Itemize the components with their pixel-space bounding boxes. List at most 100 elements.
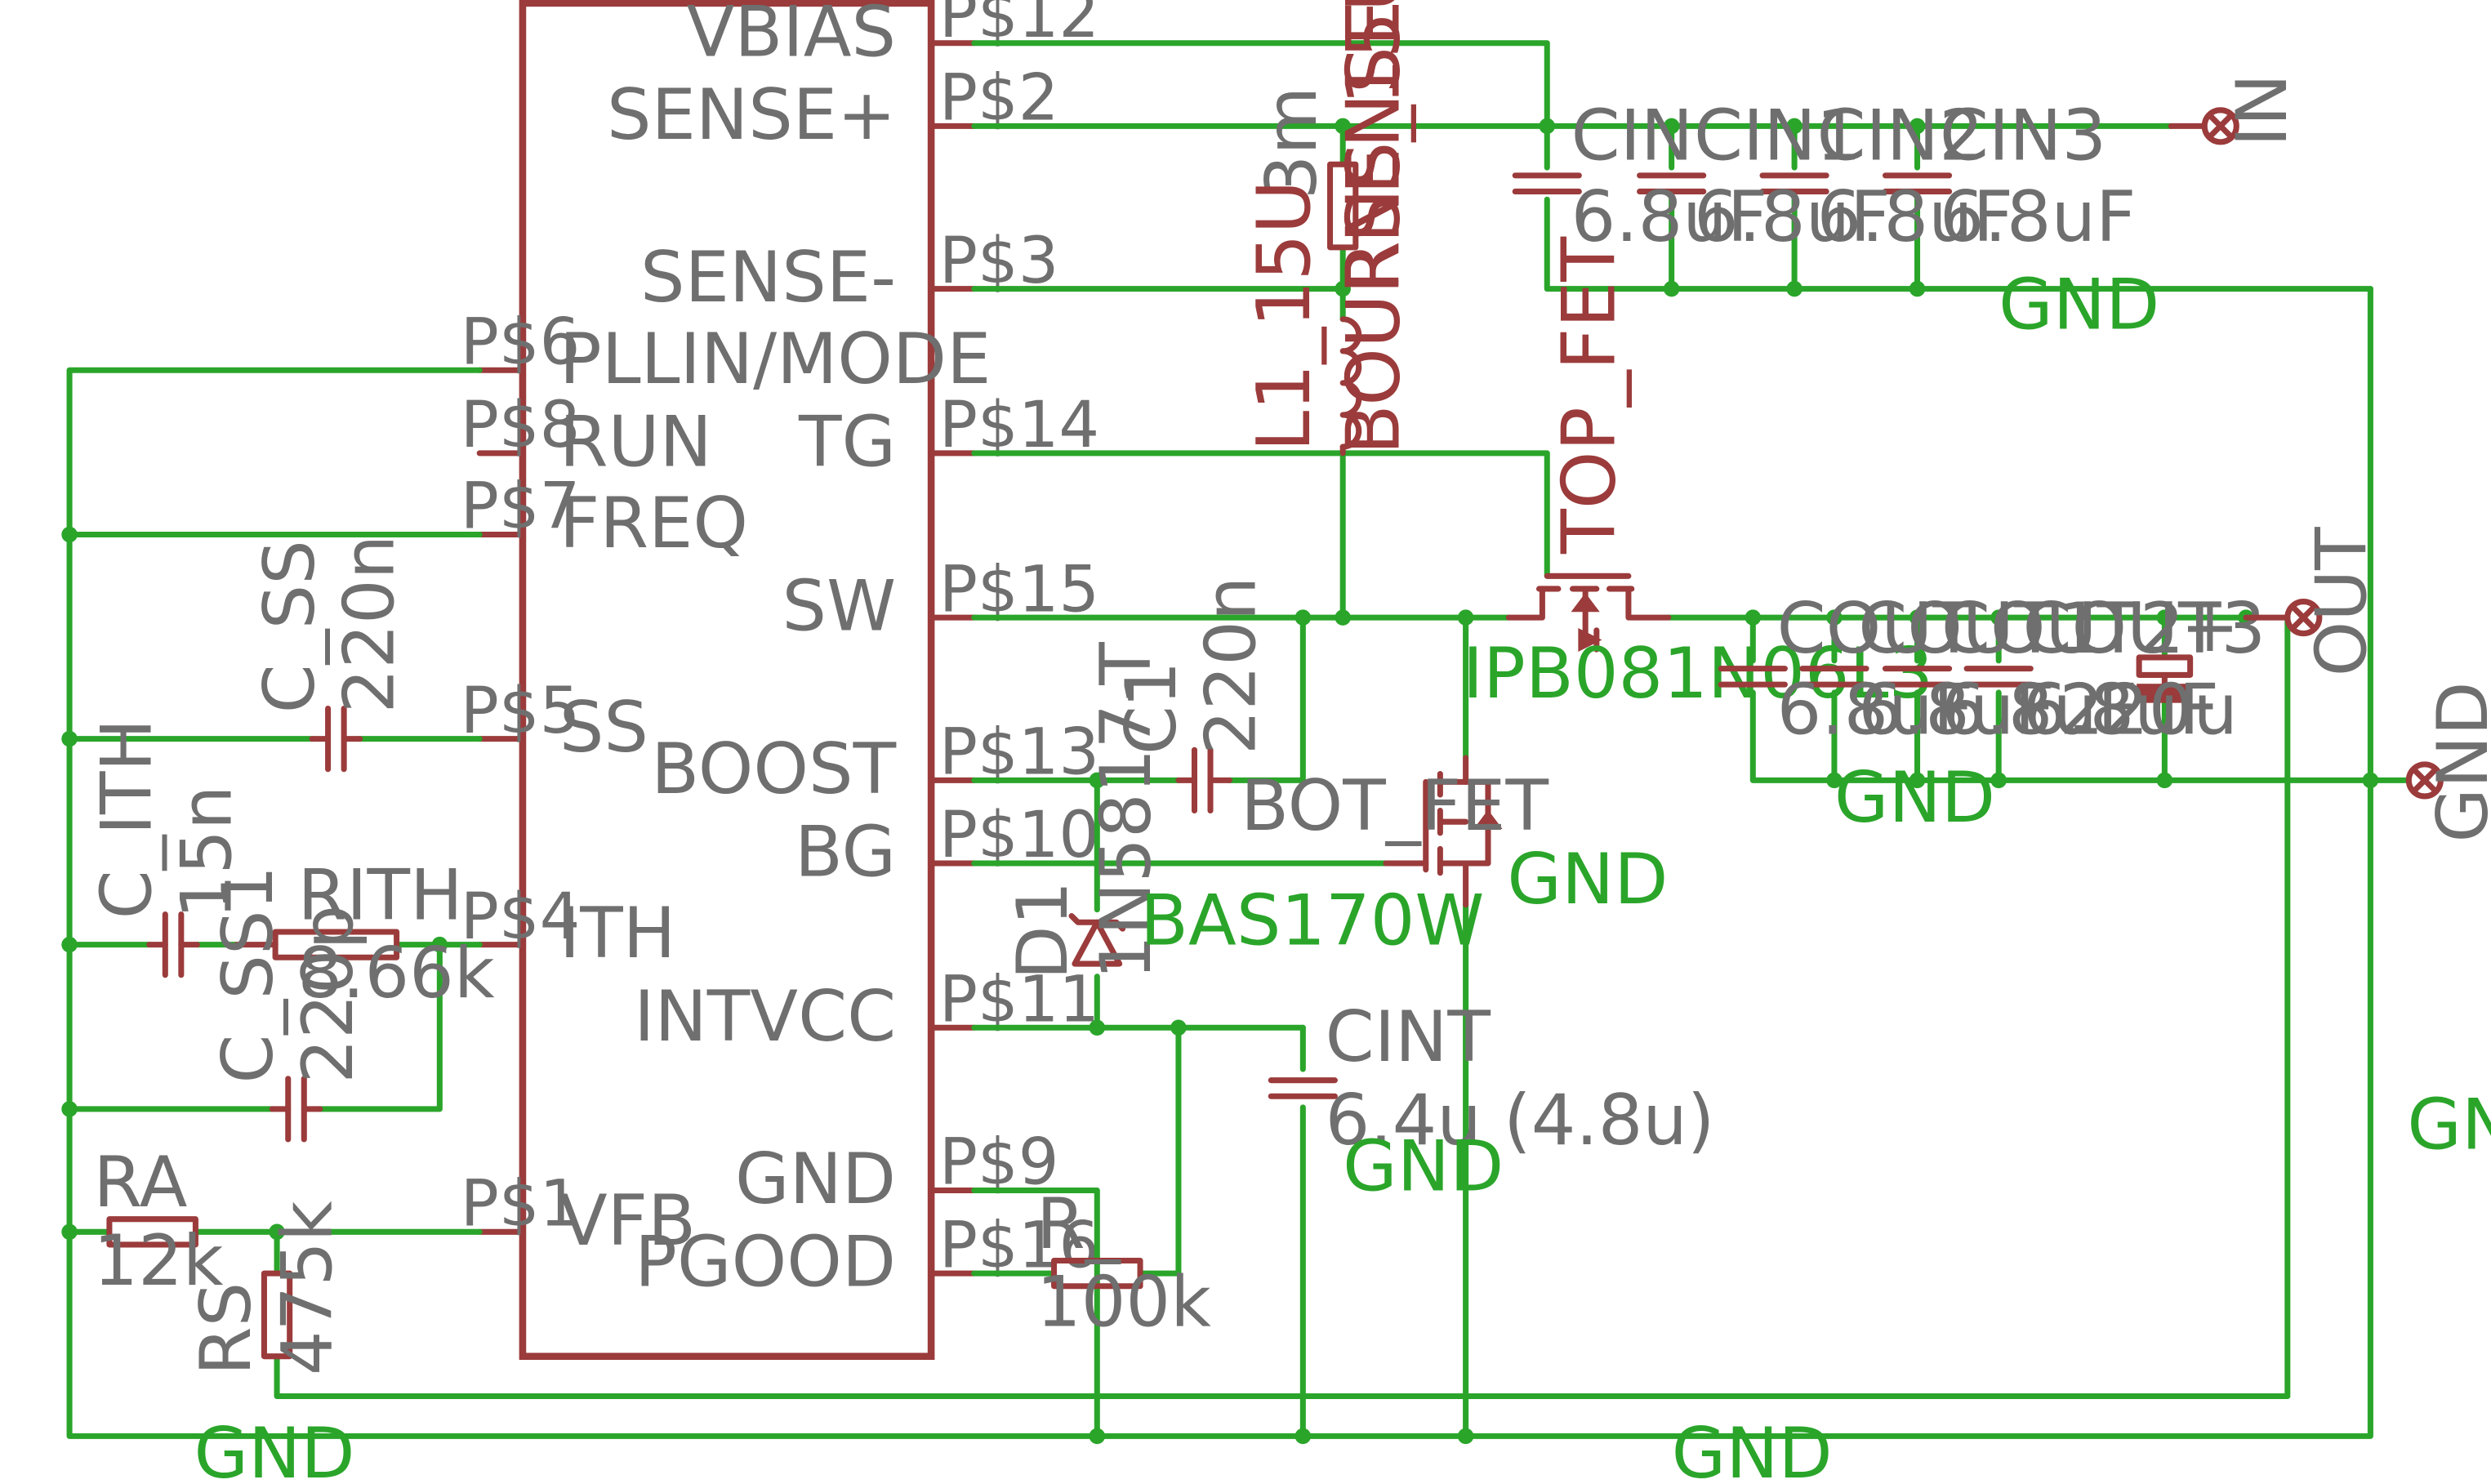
resistor-rsense [1327, 161, 1359, 251]
resistor-ra [106, 1216, 198, 1248]
top-fet-part: IPB081N06L3 [1463, 633, 1933, 715]
gnd-label-bottom-right: GND [1672, 1413, 1833, 1484]
pin-num-pgood: P$16 [939, 1208, 1099, 1282]
cout3-value: 220u [2059, 670, 2238, 751]
terminal-gnd [2405, 761, 2444, 800]
pin-num-tg: P$14 [939, 388, 1099, 462]
capacitor-c-ss [309, 705, 363, 773]
pin-num-sw: P$15 [939, 552, 1099, 626]
rs-name: RS [185, 1282, 267, 1375]
rsense-name2: RSENSE [1332, 0, 1417, 292]
pin-name-run: RUN [559, 401, 712, 483]
svg-text:+: + [2181, 586, 2239, 668]
resistor-rs [261, 1270, 293, 1360]
rith-value: 8.66k [297, 933, 494, 1014]
rsense-value: 3m [1251, 87, 1333, 199]
rsense-name: BOURNS_15U [1332, 0, 1417, 455]
cin3-name: CIN3 [1940, 95, 2106, 176]
pin-name-sw: SW [782, 566, 897, 648]
l1-name: L1_15U [1242, 180, 1327, 452]
ic-left-pin-stubs [476, 367, 526, 1235]
pin-num-freq: P$7 [461, 470, 581, 544]
c-ss-name: C_SS [249, 540, 331, 713]
cout3-name: COUT3 [2022, 588, 2266, 670]
c-ss-value: 220n [329, 535, 411, 714]
pin-name-ith: ITH [559, 893, 676, 974]
gnd-label-cint: GND [1343, 1126, 1504, 1208]
c1-name: C1 [1111, 661, 1192, 755]
pin-name-vbias: VBIAS [687, 0, 896, 73]
ic-right-pin-stubs [928, 40, 978, 1277]
capacitor-c1 [1175, 746, 1232, 814]
resistor-r-pgood [1051, 1257, 1143, 1290]
pin-name-vfb: VFB [559, 1180, 696, 1262]
diode-d1 [1068, 912, 1126, 967]
bot-fet-name: BOT_FET [1241, 765, 1549, 847]
mosfet-top-fet [1505, 573, 1672, 653]
junctions [61, 118, 2379, 1445]
c1-value: 220n [1191, 577, 1272, 755]
pin-num-senseminus: P$3 [939, 224, 1059, 298]
pin-num-vfb: P$1 [461, 1166, 581, 1241]
wires [66, 40, 2410, 1439]
pin-num-intvcc: P$11 [939, 962, 1099, 1036]
capacitor-c-ith [146, 911, 200, 978]
terminal-in [2168, 107, 2239, 145]
pin-name-senseplus: SENSE+ [607, 74, 896, 156]
c-ss1-name: C_SS1 [207, 866, 289, 1084]
capacitor-cout2 [1882, 666, 1953, 688]
capacitor-cout3-polarized: + [2136, 586, 2239, 703]
capacitor-cin2 [1759, 172, 1829, 194]
cin1-value: 6.8uF [1694, 176, 1891, 258]
pin-num-boost: P$13 [939, 715, 1099, 790]
net-gnd-terminal-label: GND [2422, 681, 2491, 842]
gnd-label-bottom-left: GND [194, 1413, 354, 1484]
cout-extra-value: 6.8uF [2022, 670, 2219, 751]
ra-name: RA [93, 1142, 187, 1223]
cint-value: 6.4u (4.8u) [1326, 1080, 1715, 1161]
r-pgood-value: 100k [1036, 1262, 1211, 1344]
pin-name-pgood: PGOOD [635, 1222, 896, 1304]
capacitor-cint [1268, 1077, 1338, 1099]
c-ith-value: 15n [166, 786, 247, 920]
d1-part: 1N5817-T [1085, 642, 1167, 980]
pin-num-bg: P$10 [939, 798, 1099, 872]
cout1-name: COUT1 [1858, 588, 2101, 670]
pin-name-ss: SS [559, 687, 648, 769]
cout-name: COUT [1777, 588, 1976, 670]
pin-num-pllin: P$6 [461, 305, 581, 379]
c-ss1-value: 220p [287, 905, 369, 1084]
cin-value: 6.8uF [1571, 176, 1768, 258]
pin-name-freq: FREQ [559, 483, 748, 564]
cin3-value: 6.8uF [1940, 176, 2137, 258]
pin-name-intvcc: INTVCC [634, 976, 896, 1058]
pin-num-senseplus: P$2 [939, 61, 1059, 136]
rs-value: 475k [266, 1201, 348, 1375]
ra-value: 12k [93, 1220, 223, 1302]
capacitor-cout1 [1799, 666, 1869, 688]
cout-value: 6.8uF [1777, 670, 1974, 751]
d1-part-alt: BAS170W [1140, 880, 1484, 962]
d1-name: D1 [1002, 881, 1084, 980]
gnd-label-right: GND [2407, 1085, 2491, 1166]
cin2-value: 6.8uF [1816, 176, 2013, 258]
gnd-label-cin: GND [1999, 264, 2159, 345]
pin-name-pllin: PLLIN/MODE [559, 319, 991, 400]
capacitor-cin1 [1637, 172, 1707, 194]
pin-name-gnd: GND [735, 1139, 896, 1220]
gnd-label-cout: GND [1834, 757, 1995, 839]
net-in-label: IN [2221, 74, 2303, 147]
capacitor-cin [1512, 172, 1582, 194]
capacitor-cout-extra [1963, 666, 2034, 688]
pin-num-ss: P$5 [461, 674, 581, 748]
resistor-rith [234, 929, 400, 960]
capacitor-c-ss1 [269, 1076, 323, 1143]
pin-num-ith: P$4 [461, 880, 581, 954]
cin2-name: CIN2 [1816, 95, 1983, 176]
cout2-value: 6.8uF [1941, 670, 2138, 751]
cin-name: CIN [1571, 95, 1694, 176]
c-ith-name: C_ITH [87, 719, 168, 919]
cint-name: CINT [1326, 996, 1491, 1078]
rith-name: RITH [297, 854, 462, 936]
